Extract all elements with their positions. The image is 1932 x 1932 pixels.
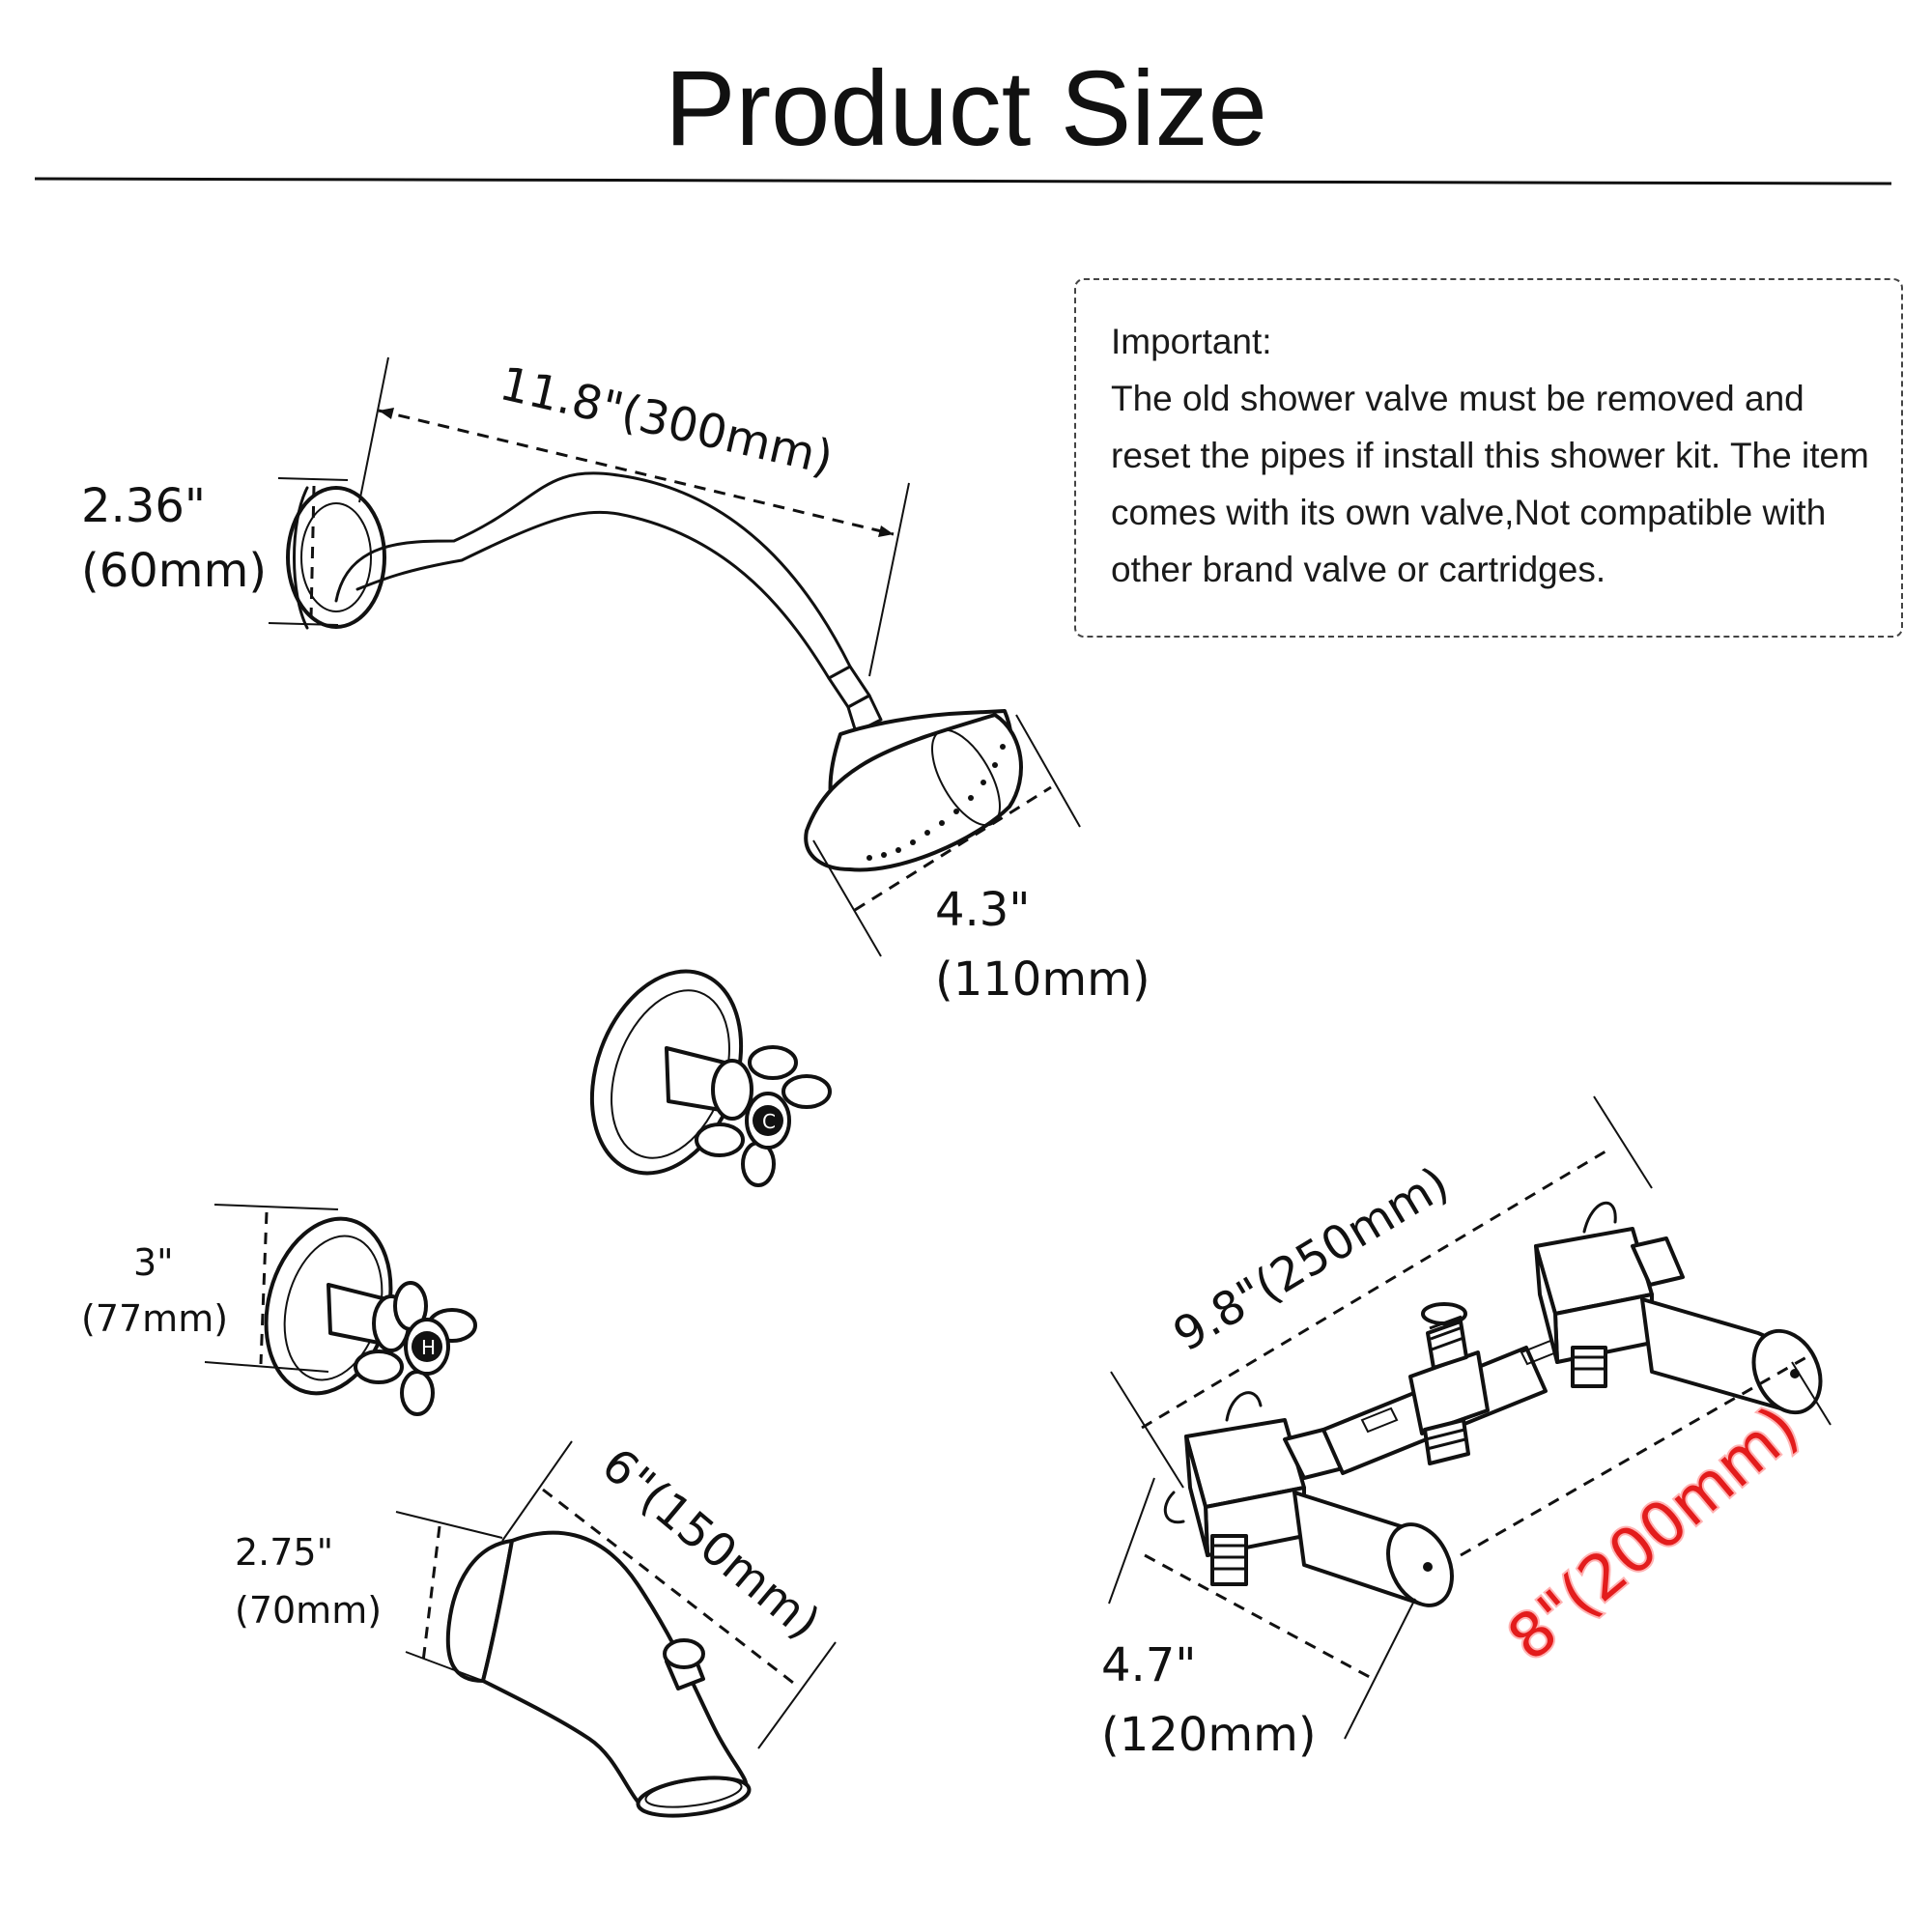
handle-flange-mm-label: (77mm) <box>81 1297 228 1340</box>
valve-depth-inch-label: 4.7" <box>1101 1638 1196 1692</box>
cold-handle-label: C <box>762 1110 776 1133</box>
hot-handle-drawing: H 3" (77mm) <box>81 1204 477 1416</box>
head-mm-label: (110mm) <box>935 952 1151 1007</box>
notice-heading: Important: <box>1111 322 1272 361</box>
spout-inch-label: 2.75" <box>235 1531 333 1574</box>
valve-center-highlight-label: 8"(200mm) <box>1495 1393 1813 1676</box>
hot-handle-label: H <box>421 1336 436 1359</box>
head-inch-label: 4.3" <box>935 883 1030 937</box>
shower-arm-drawing: 11.8"(300mm) 2.36" (60mm) 4.3" (110mm) <box>81 356 1151 1007</box>
valve-depth-mm-label: (120mm) <box>1101 1708 1317 1762</box>
flange-inch-label: 2.36" <box>81 479 206 533</box>
cold-handle-drawing: C <box>589 969 832 1187</box>
shower-head-nozzles <box>867 744 1006 861</box>
handle-flange-inch-label: 3" <box>133 1241 174 1284</box>
spout-mm-label: (70mm) <box>235 1589 382 1632</box>
important-notice-box: Important: The old shower valve must be … <box>1074 278 1903 638</box>
flange-mm-label: (60mm) <box>81 544 267 598</box>
notice-body: The old shower valve must be removed and… <box>1111 379 1869 589</box>
valve-width-label: 9.8"(250mm) <box>1164 1156 1458 1362</box>
page-title: Product Size <box>665 49 1267 168</box>
tub-spout-drawing: 2.75" (70mm) 6"(150mm) <box>235 1437 837 1818</box>
arm-length-label: 11.8"(300mm) <box>495 356 838 486</box>
